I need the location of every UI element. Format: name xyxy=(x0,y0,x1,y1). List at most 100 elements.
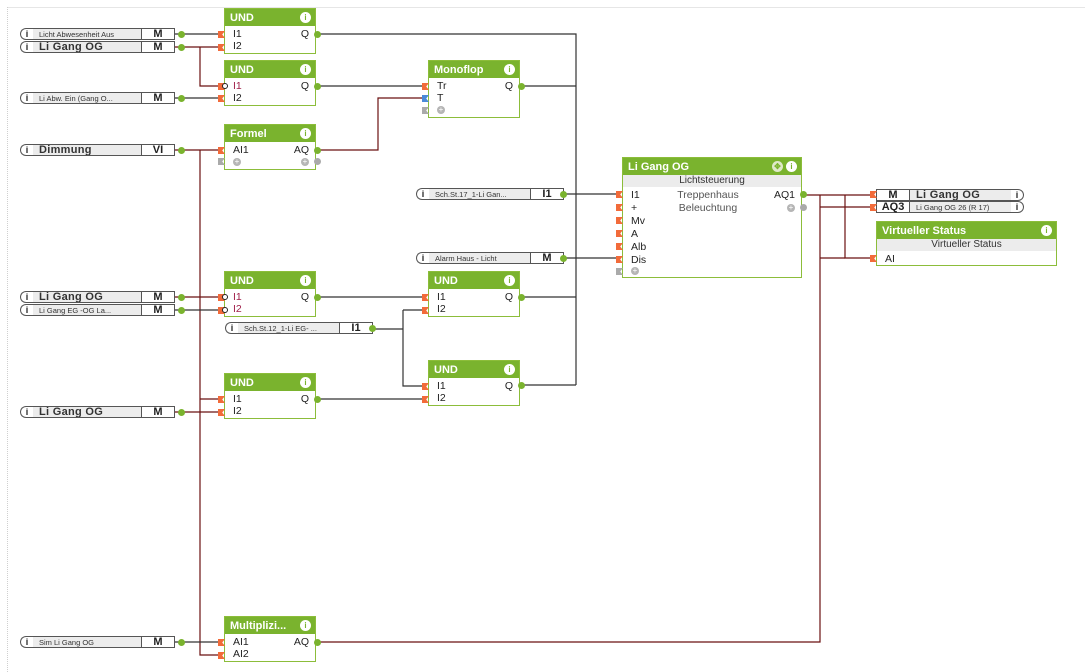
output-pin[interactable] xyxy=(560,255,567,262)
input-pin[interactable] xyxy=(422,107,429,114)
input-pin[interactable] xyxy=(218,31,225,38)
input-pin[interactable] xyxy=(616,217,623,224)
input-pin[interactable] xyxy=(870,204,877,211)
input-port[interactable]: I1 xyxy=(233,28,242,40)
add-input-icon[interactable]: + xyxy=(437,105,445,114)
info-icon[interactable]: i xyxy=(1011,189,1024,201)
output-pin[interactable] xyxy=(314,396,321,403)
input-pin[interactable] xyxy=(422,83,429,90)
input-pin[interactable] xyxy=(870,255,877,262)
info-icon[interactable]: i xyxy=(20,28,33,40)
input-pin[interactable] xyxy=(616,230,623,237)
input-port[interactable]: Tr xyxy=(437,80,447,92)
input-port[interactable]: I2 xyxy=(233,40,242,52)
output-pin[interactable] xyxy=(178,294,185,301)
add-input-icon[interactable]: + xyxy=(631,266,639,275)
output-pin[interactable] xyxy=(518,83,525,90)
input-pin[interactable] xyxy=(870,191,877,198)
input-pin[interactable] xyxy=(218,652,225,659)
input-port-negated[interactable]: I2 xyxy=(233,303,242,315)
input-port[interactable]: AI1 xyxy=(233,636,249,648)
info-icon[interactable]: i xyxy=(1011,201,1024,213)
output-pin[interactable] xyxy=(314,147,321,154)
output-port[interactable]: AQ1 xyxy=(773,189,795,201)
output-pin[interactable] xyxy=(178,147,185,154)
input-connector[interactable]: i Sim Li Gang OG M xyxy=(20,636,185,648)
add-output-icon[interactable]: + xyxy=(787,203,795,212)
output-pin[interactable] xyxy=(314,31,321,38)
input-connector[interactable]: i Li Abw. Ein (Gang O... M xyxy=(20,92,185,104)
output-port[interactable]: Q xyxy=(504,80,513,92)
info-icon[interactable]: i xyxy=(20,144,33,156)
output-port[interactable]: Q xyxy=(300,291,309,303)
input-port[interactable]: I2 xyxy=(233,92,242,104)
output-pin[interactable] xyxy=(314,83,321,90)
input-port[interactable]: I1 xyxy=(233,393,242,405)
info-icon[interactable]: i xyxy=(1041,225,1052,236)
input-pin[interactable] xyxy=(218,396,225,403)
input-pin[interactable] xyxy=(616,204,623,211)
info-icon[interactable]: i xyxy=(20,636,33,648)
add-input-icon[interactable]: + xyxy=(233,157,241,166)
output-pin[interactable] xyxy=(314,294,321,301)
info-icon[interactable]: i xyxy=(416,252,429,264)
output-port[interactable]: Q xyxy=(504,380,513,392)
input-port[interactable]: I1 xyxy=(437,380,446,392)
info-icon[interactable]: i xyxy=(20,291,33,303)
input-pin[interactable] xyxy=(616,191,623,198)
info-icon[interactable]: i xyxy=(504,364,515,375)
input-connector[interactable]: i Licht Abwesenheit Aus M xyxy=(20,28,185,40)
input-port[interactable]: I2 xyxy=(437,303,446,315)
input-pin[interactable] xyxy=(218,44,225,51)
block-header[interactable]: Li Gang OG✥i xyxy=(623,158,801,175)
output-pin[interactable] xyxy=(518,294,525,301)
input-pin[interactable] xyxy=(218,95,225,102)
input-pin[interactable] xyxy=(218,294,225,301)
lichtsteuerung-block[interactable]: Li Gang OG✥i Lichtsteuerung I1 + Mv A Al… xyxy=(622,157,802,278)
info-icon[interactable]: i xyxy=(786,161,797,172)
output-pin[interactable] xyxy=(800,204,807,211)
input-pin[interactable] xyxy=(422,383,429,390)
info-icon[interactable]: i xyxy=(504,275,515,286)
add-output-icon[interactable]: + xyxy=(301,157,309,166)
input-port[interactable]: A xyxy=(631,228,639,240)
input-pin[interactable] xyxy=(422,307,429,314)
input-port[interactable]: I1 xyxy=(631,189,640,201)
output-pin[interactable] xyxy=(178,31,185,38)
input-connector[interactable]: i Li Gang OG M xyxy=(20,41,185,53)
output-port[interactable]: Q xyxy=(300,80,309,92)
input-connector[interactable]: i Alarm Haus - Licht M xyxy=(416,252,567,264)
input-pin[interactable] xyxy=(218,409,225,416)
input-connector[interactable]: i Li Gang OG M xyxy=(20,291,185,303)
info-icon[interactable]: i xyxy=(300,377,311,388)
info-icon[interactable]: i xyxy=(300,12,311,23)
output-pin[interactable] xyxy=(314,158,321,165)
info-icon[interactable]: i xyxy=(20,41,33,53)
input-pin[interactable] xyxy=(218,639,225,646)
input-pin[interactable] xyxy=(616,243,623,250)
output-port[interactable]: AQ xyxy=(293,636,309,648)
multiplizierer-block[interactable]: Multiplizi...i AI1 AI2 AQ xyxy=(224,616,316,662)
input-pin[interactable] xyxy=(218,83,225,90)
output-pin[interactable] xyxy=(178,44,185,51)
input-port[interactable]: T xyxy=(437,92,444,104)
output-pin[interactable] xyxy=(800,191,807,198)
input-port[interactable]: + xyxy=(631,202,638,214)
output-pin[interactable] xyxy=(178,409,185,416)
input-port-negated[interactable]: I1 xyxy=(233,80,242,92)
block-header[interactable]: Multiplizi...i xyxy=(225,617,315,634)
